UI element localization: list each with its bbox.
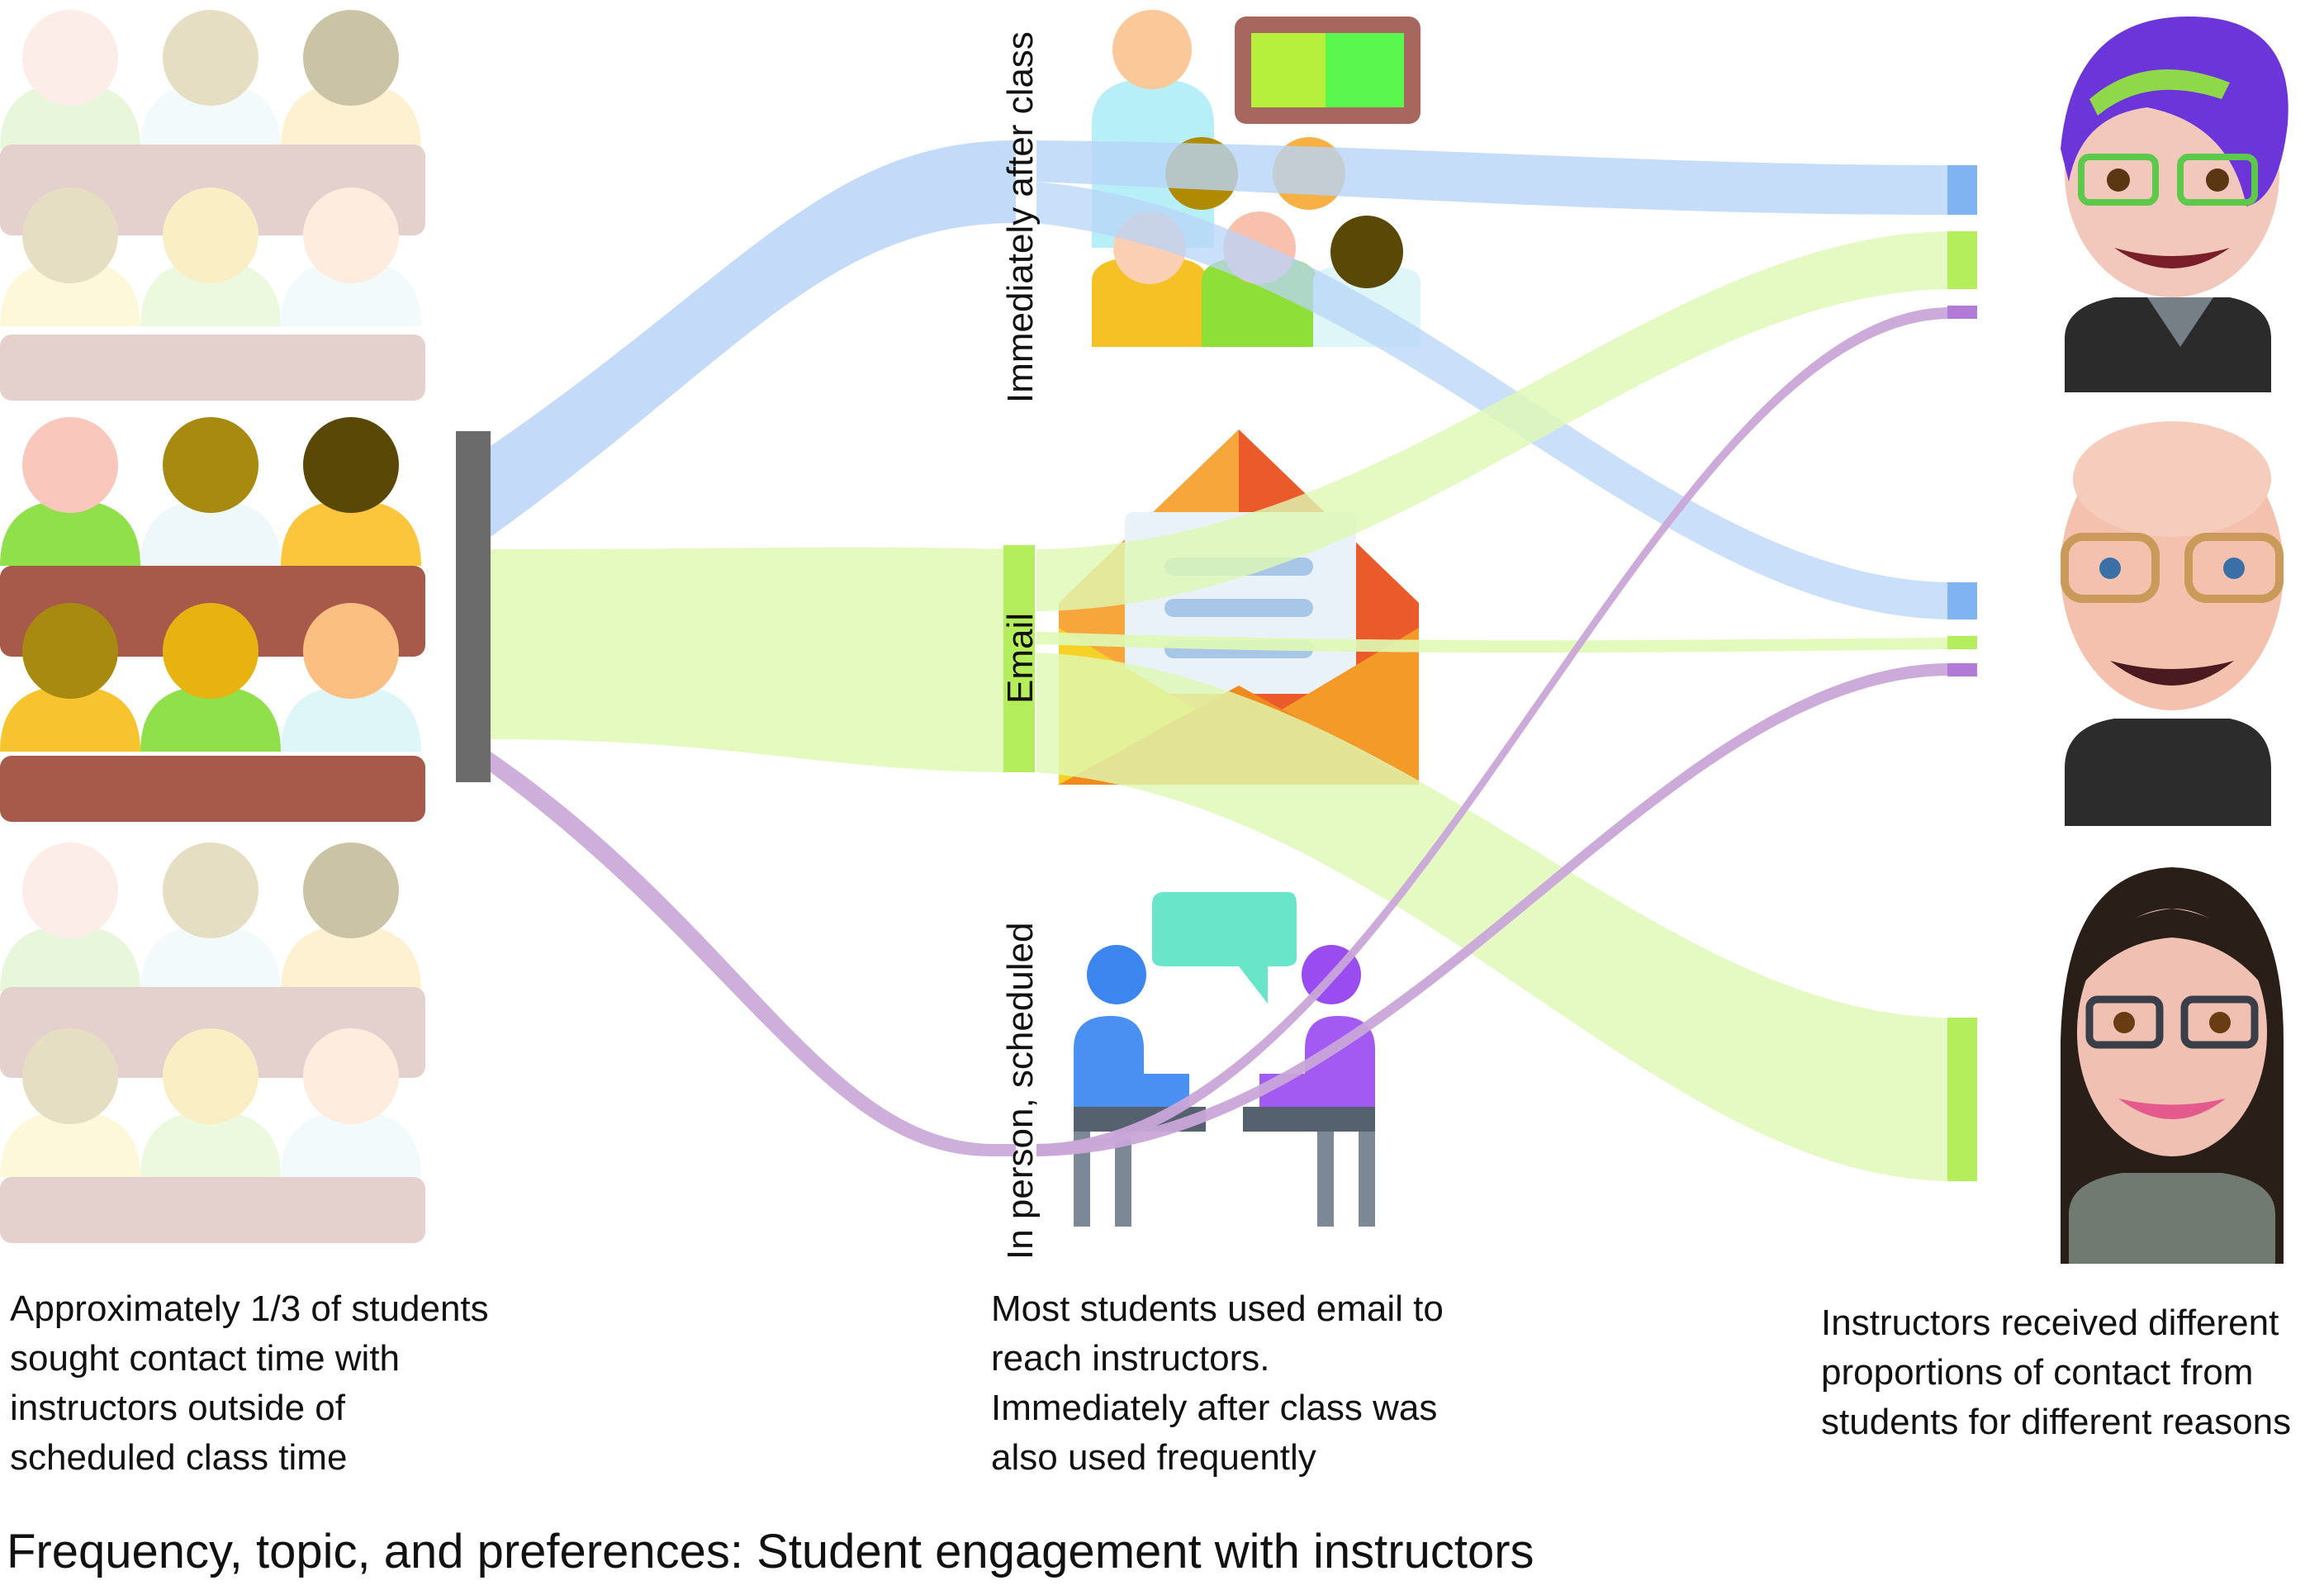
flow-after-class-to-instructor-1 <box>1036 140 1949 215</box>
flow-source-in-person <box>491 752 1016 1156</box>
flow-email-to-instructor-1 <box>1036 231 1949 611</box>
caption-left: Approximately 1/3 of students sought con… <box>10 1284 489 1483</box>
flows <box>491 140 1949 1181</box>
caption-middle-line: Immediately after class was <box>991 1388 1438 1428</box>
target-instructor-2-after-class <box>1947 582 1977 619</box>
target-instructor-1-after-class <box>1947 165 1977 215</box>
caption-middle-line: also used frequently <box>991 1437 1316 1478</box>
caption-middle: Most students used email to reach instru… <box>991 1284 1444 1483</box>
caption-left-line: Approximately 1/3 of students <box>10 1289 489 1329</box>
caption-right-line: Instructors received different <box>1821 1303 2279 1343</box>
caption-right: Instructors received different proportio… <box>1821 1298 2291 1447</box>
caption-left-line: scheduled class time <box>10 1437 348 1478</box>
caption-right-line: students for different reasons <box>1821 1402 2292 1442</box>
target-instructor-1-in-person <box>1947 306 1977 319</box>
channel-label-email: Email <box>1000 613 1041 704</box>
flow-source-email <box>491 547 1016 772</box>
flow-after-class-to-instructor-2 <box>1036 182 1949 619</box>
caption-middle-line: reach instructors. <box>991 1338 1270 1379</box>
target-instructor-1-email <box>1947 231 1977 289</box>
instructor-avatar-icon <box>2061 17 2288 1264</box>
meeting-icon <box>1074 892 1375 1227</box>
flow-source-after-class <box>491 140 1016 537</box>
target-instructor-3-email <box>1947 1018 1977 1181</box>
caption-right-line: proportions of contact from <box>1821 1352 2254 1393</box>
target-instructor-2-email <box>1947 636 1977 649</box>
figure-title: Frequency, topic, and preferences: Stude… <box>7 1525 1534 1578</box>
flow-email-to-instructor-3 <box>1036 653 1949 1181</box>
caption-left-line: sought contact time with <box>10 1338 401 1379</box>
target-instructor-2-in-person <box>1947 663 1977 676</box>
caption-middle-line: Most students used email to <box>991 1289 1444 1329</box>
source-node <box>456 431 491 782</box>
channel-label-in-person: In person, scheduled <box>1000 922 1041 1260</box>
email-node <box>1003 545 1035 772</box>
students-grid-icon <box>0 10 425 1243</box>
caption-left-line: instructors outside of <box>10 1388 345 1428</box>
flow-email-to-instructor-2 <box>1036 632 1949 653</box>
channel-label-after-class: Immediately after class <box>1000 31 1041 403</box>
